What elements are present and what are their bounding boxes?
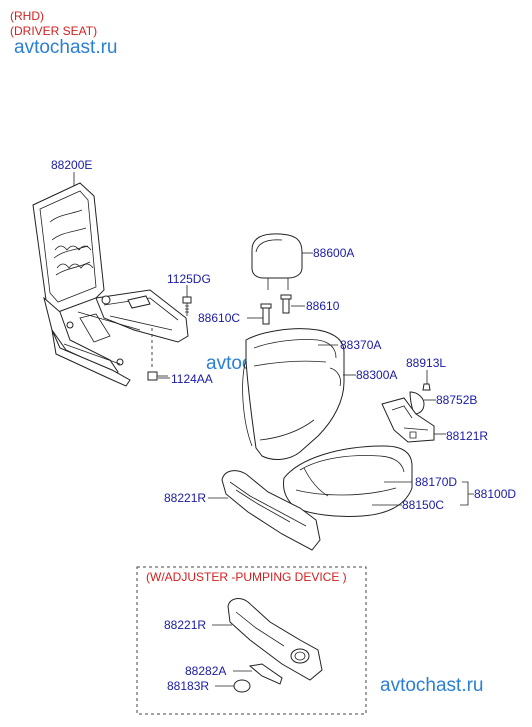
label-88610: 88610 [306, 299, 340, 313]
bolt-1125dg-drawing [182, 296, 192, 316]
inset-box [136, 566, 367, 715]
guide-88610c-drawing [260, 303, 272, 325]
inset-side-cover-drawing [227, 598, 323, 681]
inset-lever-drawing [248, 663, 283, 685]
label-88183r: 88183R [167, 679, 209, 693]
label-88150c: 88150C [402, 498, 444, 512]
guide-88610-drawing [280, 294, 292, 314]
watermark-top: avtochast.ru [14, 37, 118, 58]
label-88610c: 88610C [198, 311, 240, 325]
label-1125dg: 1125DG [167, 272, 211, 286]
seat-back-drawing [242, 328, 345, 460]
label-88282a: 88282A [185, 664, 226, 678]
label-88121r: 88121R [446, 429, 488, 443]
knob-88752b-drawing [409, 391, 425, 415]
label-88600a: 88600A [313, 246, 354, 260]
label-88170d: 88170D [415, 475, 457, 489]
inset-cap-drawing [233, 679, 251, 693]
bracket-88121r-drawing [381, 397, 435, 443]
watermark-bottom: avtochast.ru [380, 675, 484, 696]
side-cover-drawing [221, 470, 321, 551]
label-1124aa: 1124AA [171, 372, 213, 386]
header-rhd: (RHD) [10, 9, 44, 23]
bolt-1124aa-drawing [147, 371, 168, 381]
label-88200e: 88200E [51, 158, 92, 172]
label-88221r: 88221R [164, 491, 206, 505]
inset-title: (W/ADJUSTER -PUMPING DEVICE ) [146, 570, 347, 584]
label-88752b: 88752B [436, 393, 477, 407]
header-driver-seat: (DRIVER SEAT) [10, 24, 97, 38]
label-88300a: 88300A [356, 368, 397, 382]
seat-cushion-drawing [283, 445, 413, 517]
seat-frame-drawing [32, 182, 189, 387]
label-88370a: 88370A [340, 338, 381, 352]
label-88913l: 88913L [406, 356, 446, 370]
label-88100d: 88100D [474, 487, 516, 501]
headrest-drawing [251, 233, 303, 290]
label-inset-88221r: 88221R [164, 618, 206, 632]
clip-88913l-drawing [422, 383, 431, 391]
